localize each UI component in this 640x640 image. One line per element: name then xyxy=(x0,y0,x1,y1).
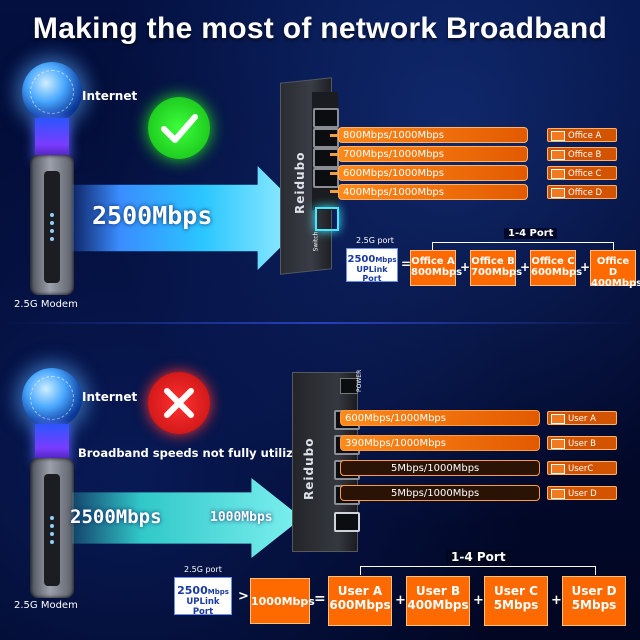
port-range-label: 1-4 Port xyxy=(446,550,511,564)
section-divider xyxy=(0,322,640,324)
port-range-label: 1-4 Port xyxy=(504,228,558,239)
office-tag: Office A xyxy=(547,128,617,142)
modem-label: 2.5G Modem xyxy=(14,600,78,611)
plus-sign: + xyxy=(473,593,484,608)
office-tag: Office C xyxy=(547,166,617,180)
user-tag: User B xyxy=(547,436,617,450)
equals-sign: = xyxy=(314,591,326,607)
uplink-box: 2500Mbps UPLink Port xyxy=(174,577,232,617)
signal-beam xyxy=(35,424,69,464)
plus-sign: + xyxy=(520,260,531,274)
power-jack xyxy=(340,378,358,394)
switch-port xyxy=(313,108,339,128)
uplink-caption: 2.5G port xyxy=(184,565,222,574)
office-tag: Office B xyxy=(547,147,617,161)
page-title: Making the most of network Broadband xyxy=(32,12,608,45)
uplink-box: 2500Mbps UPLink Port xyxy=(346,248,398,283)
internet-label: Internet xyxy=(82,89,138,103)
speed-bar: 700Mbps/1000Mbps xyxy=(338,146,528,162)
modem-label: 2.5G Modem xyxy=(14,299,78,310)
speed-bar: 5Mbps/1000Mbps xyxy=(340,485,540,501)
cable xyxy=(330,190,342,193)
speed-bar: 600Mbps/1000Mbps xyxy=(338,165,528,181)
cable xyxy=(330,172,342,175)
brand-logo: Reidubo xyxy=(302,437,316,500)
office-icon xyxy=(551,169,565,179)
speed-bar: 600Mbps/1000Mbps xyxy=(340,410,540,426)
switch-print: Switch xyxy=(312,231,320,252)
uplink-port-icon xyxy=(315,207,339,231)
signal-beam xyxy=(35,118,69,162)
switch-port xyxy=(313,168,339,188)
uplink-caption: 2.5G port xyxy=(356,236,394,245)
arrow-speed-label: 2500Mbps xyxy=(92,201,213,230)
plus-sign: + xyxy=(551,593,562,608)
plus-sign: + xyxy=(395,593,406,608)
globe-icon xyxy=(22,62,82,122)
user-icon xyxy=(551,439,565,449)
office-tag: Office D xyxy=(547,185,617,199)
user-icon xyxy=(551,464,565,474)
internet-label: Internet xyxy=(82,390,138,404)
speed-bar: 5Mbps/1000Mbps xyxy=(340,460,540,476)
capped-speed-box: 1000Mbps xyxy=(250,578,315,624)
port-range-bracket xyxy=(432,242,614,251)
office-icon xyxy=(551,188,565,198)
equals-sign: = xyxy=(401,257,412,271)
cable xyxy=(330,134,342,137)
speed-bar: 800Mbps/1000Mbps xyxy=(338,127,528,143)
user-icon xyxy=(551,489,565,499)
greater-than-sign: > xyxy=(238,589,249,604)
user-tag: UserC xyxy=(547,461,617,475)
brand-logo: Reidubo xyxy=(293,151,307,214)
user-tag: User D xyxy=(547,486,617,500)
plus-sign: + xyxy=(580,260,591,274)
office-icon xyxy=(551,150,565,160)
switch-port xyxy=(313,128,339,148)
user-tag: User A xyxy=(547,411,617,425)
warning-text: Broadband speeds not fully utilized xyxy=(78,446,309,460)
speed-bar: 400Mbps/1000Mbps xyxy=(338,184,528,200)
arrow-speed-label: 2500Mbps xyxy=(70,506,162,528)
uplink-port xyxy=(334,512,360,532)
cross-icon xyxy=(148,372,210,434)
port-range-bracket xyxy=(360,566,596,575)
cable xyxy=(330,153,342,156)
switch-port xyxy=(313,148,339,168)
office-icon xyxy=(551,131,565,141)
arrow-speed-label-reduced: 1000Mbps xyxy=(210,510,273,525)
user-icon xyxy=(551,414,565,424)
speed-bar: 390Mbps/1000Mbps xyxy=(340,435,540,451)
check-icon xyxy=(148,97,210,159)
globe-icon xyxy=(22,368,82,428)
modem xyxy=(30,458,74,598)
power-label: POWER xyxy=(356,369,363,392)
modem xyxy=(30,155,74,295)
plus-sign: + xyxy=(460,260,471,274)
